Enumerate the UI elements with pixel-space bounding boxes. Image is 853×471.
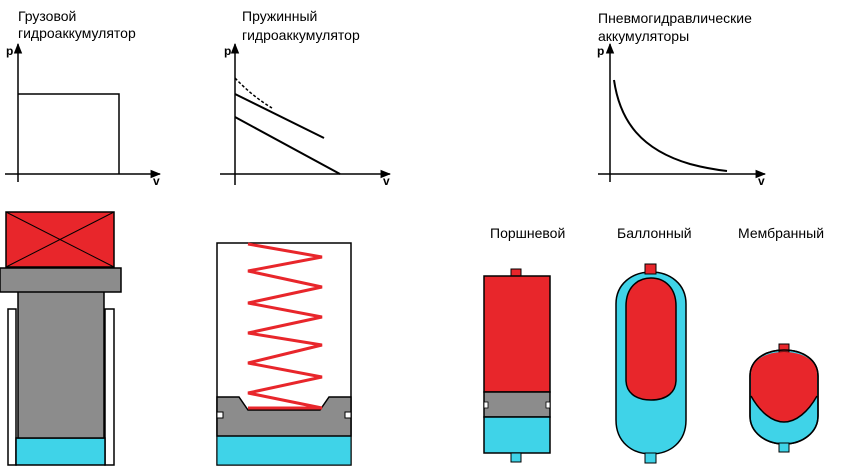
pneumo-v-axis-label: v [758,174,765,188]
piston-seal-left [483,401,489,409]
weight-cylinder-right-wall [104,308,115,466]
pneumo-p-axis-label: p [597,44,605,58]
membrane-diaphragm [750,395,818,423]
spring-piston [216,396,352,437]
piston-gas-chamber [483,275,551,393]
weight-plunger [17,290,105,439]
bladder-fluid-port [644,452,657,464]
weight-accumulator-title: Грузовой гидроаккумулятор [18,8,136,42]
weight-fluid [15,437,106,466]
weight-load-cross-2 [5,211,115,268]
piston-fluid-port [510,452,522,463]
weight-title-line1: Грузовой [18,8,77,24]
pneumo-title-line1: Пневмогидравлические [598,10,752,26]
membrane-type-label: Мембранный [738,225,825,241]
spring-title-line1: Пружинный [242,8,318,24]
piston-piston [483,391,551,418]
spring-title-line2: гидроаккумулятор [242,27,360,43]
weight-cylinder-left-wall [7,308,17,466]
pneumo-pv-hyperbola [613,79,728,172]
piston-fluid-chamber [483,416,551,454]
piston-accumulator [483,268,551,463]
weight-title-line2: гидроаккумулятор [18,25,136,41]
weight-pv-graph [5,42,162,182]
weight-accumulator [0,211,122,466]
spring-pv-line-upper [234,93,325,139]
weight-p-axis-label: p [6,44,14,58]
bladder-bag [625,277,677,401]
spring-fluid [216,435,352,466]
pneumo-title-line2: аккумуляторы [598,28,690,44]
spring-p-axis-label: p [224,44,232,58]
spring-pv-line-lower [234,116,341,175]
membrane-shell-outline [749,349,819,445]
pneumo-pv-graph [598,42,767,182]
bladder-gas-port [644,263,657,275]
piston-type-label: Поршневой [490,225,566,241]
membrane-fluid-port [778,442,790,453]
membrane-accumulator [749,343,819,453]
spring-v-axis-label: v [383,174,390,188]
weight-pv-curve [18,93,120,174]
piston-seal-right [545,401,551,409]
spring-piston-seal-right [344,411,352,419]
spring-coil [247,242,323,410]
spring-pv-graph [220,42,392,185]
weight-platform [0,267,122,293]
pneumo-accumulator-title: Пневмогидравлические аккумуляторы [598,10,752,45]
spring-accumulator [216,242,352,466]
bladder-accumulator [615,263,687,464]
membrane-gas-side [751,352,817,422]
spring-accumulator-title: Пружинный гидроаккумулятор [242,8,360,44]
spring-piston-seal-left [216,411,224,419]
bladder-type-label: Баллонный [617,225,692,241]
weight-v-axis-label: v [153,174,160,188]
